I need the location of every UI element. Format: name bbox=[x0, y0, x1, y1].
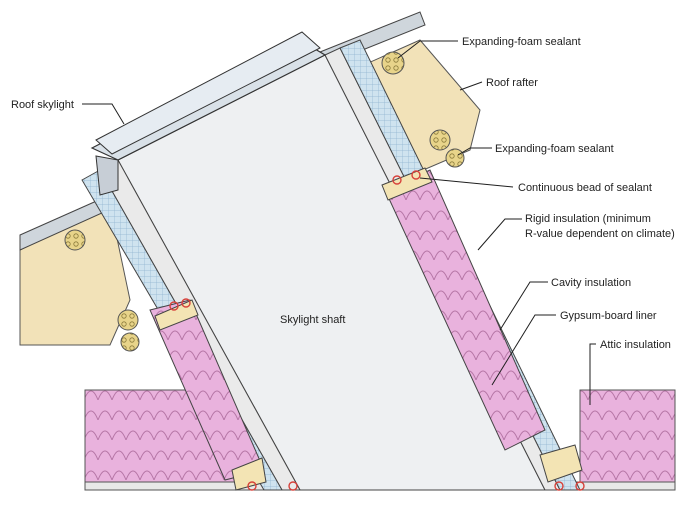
sealant-bead bbox=[554, 481, 564, 491]
framing-left-bottom bbox=[231, 457, 267, 491]
sealant-bead bbox=[169, 301, 179, 311]
foam-sealant-left-b bbox=[117, 309, 139, 331]
foam-sealant-mid-a bbox=[429, 129, 451, 151]
foam-sealant-left-a bbox=[64, 229, 86, 251]
sealant-bead bbox=[575, 481, 585, 491]
sealant-bead bbox=[181, 298, 191, 308]
framing-right-bottom bbox=[539, 444, 583, 483]
label-cavity-insulation: Cavity insulation bbox=[551, 277, 631, 289]
label-attic-insulation: Attic insulation bbox=[600, 339, 671, 351]
label-expanding-foam-sealant-top: Expanding-foam sealant bbox=[462, 36, 581, 48]
foam-sealant-mid-b bbox=[445, 148, 465, 168]
sealant-bead bbox=[392, 175, 402, 185]
leader-lines bbox=[82, 40, 596, 405]
attic-insulation-right bbox=[579, 389, 676, 483]
label-skylight-shaft: Skylight shaft bbox=[280, 314, 345, 326]
label-rigid-insulation-line1: Rigid insulation (minimum bbox=[525, 213, 651, 225]
sealant-bead bbox=[288, 481, 298, 491]
roof-skylight-unit bbox=[90, 31, 327, 196]
label-expanding-foam-sealant-mid: Expanding-foam sealant bbox=[495, 143, 614, 155]
sealant-bead bbox=[247, 481, 257, 491]
sealant-bead bbox=[411, 170, 421, 180]
label-continuous-bead: Continuous bead of sealant bbox=[518, 182, 652, 194]
label-roof-skylight: Roof skylight bbox=[11, 99, 74, 111]
label-gypsum-board-liner: Gypsum-board liner bbox=[560, 310, 657, 322]
label-rigid-insulation-line2: R-value dependent on climate) bbox=[525, 228, 675, 240]
foam-sealant-left-c bbox=[120, 332, 140, 352]
label-roof-rafter: Roof rafter bbox=[486, 77, 538, 89]
